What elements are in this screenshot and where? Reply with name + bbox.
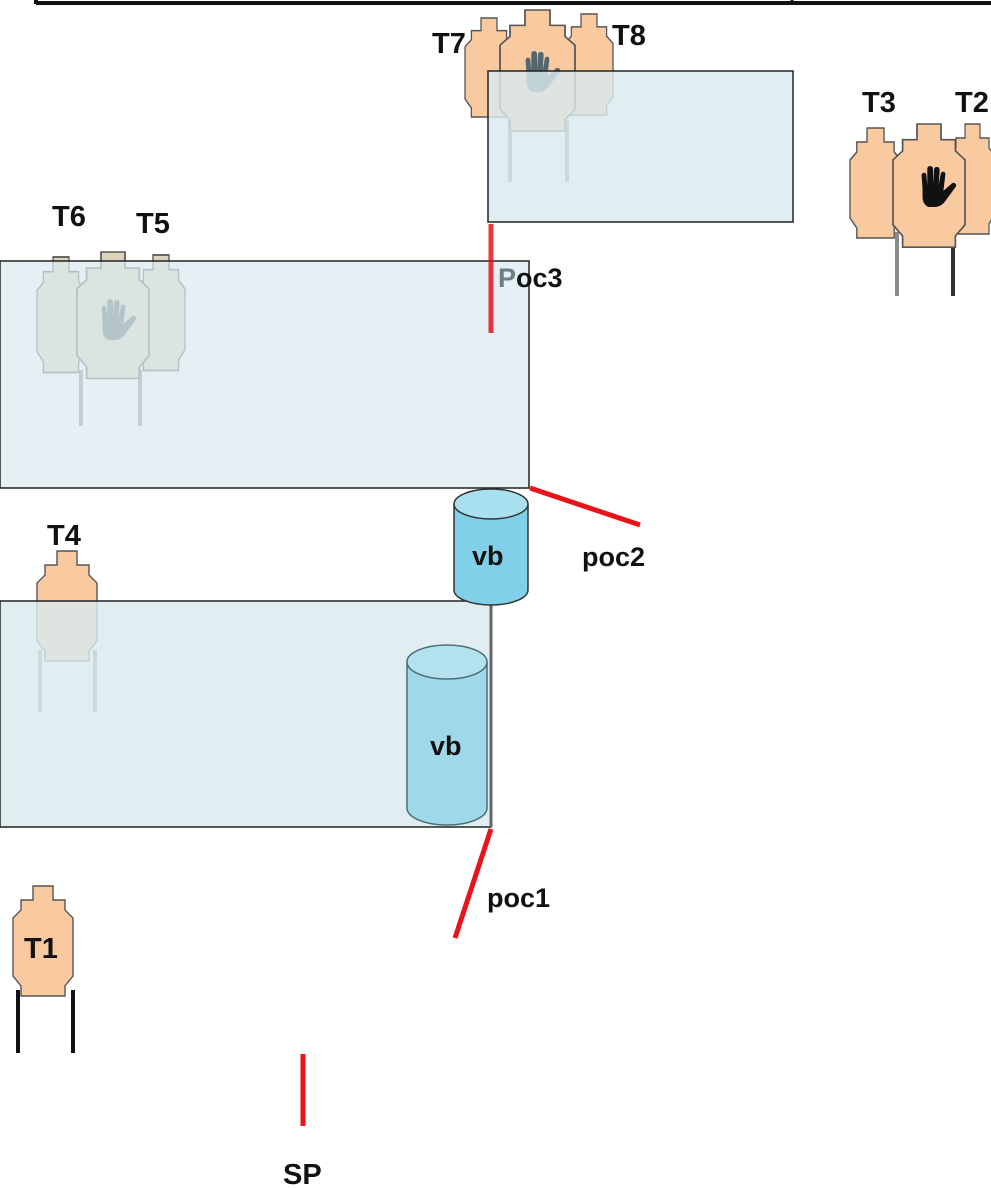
label-vb-lower: vb [430, 731, 462, 761]
label-t2: T2 [955, 87, 989, 119]
label-t8: T8 [612, 20, 646, 52]
label-poc3-rest: oc3 [516, 263, 563, 293]
label-sp: SP [283, 1159, 322, 1189]
label-poc1: poc1 [487, 883, 550, 913]
top-rail [34, 0, 991, 5]
label-poc3-p: P [498, 263, 516, 293]
poc2-line [529, 485, 641, 528]
labels: T7 T8 T3 T2 T6 T5 Poc3 T4 vb poc2 vb poc… [24, 20, 989, 1189]
wall-middle [0, 260, 530, 489]
wall-top [487, 70, 794, 223]
position-lines [300, 224, 641, 1126]
label-t1: T1 [24, 933, 58, 965]
label-t4: T4 [47, 520, 81, 552]
barrel-lower [406, 644, 488, 826]
label-vb-upper: vb [472, 541, 504, 571]
target-t1 [12, 885, 75, 1053]
svg-text:Poc3: Poc3 [498, 263, 563, 293]
label-t5: T5 [136, 208, 170, 240]
label-t6: T6 [52, 201, 86, 233]
label-t3: T3 [862, 87, 896, 119]
label-t7: T7 [432, 28, 466, 60]
label-poc2: poc2 [582, 542, 645, 572]
barrel-upper [453, 488, 529, 606]
poc1-line [452, 828, 494, 939]
target-group-t3-t2 [849, 123, 991, 296]
